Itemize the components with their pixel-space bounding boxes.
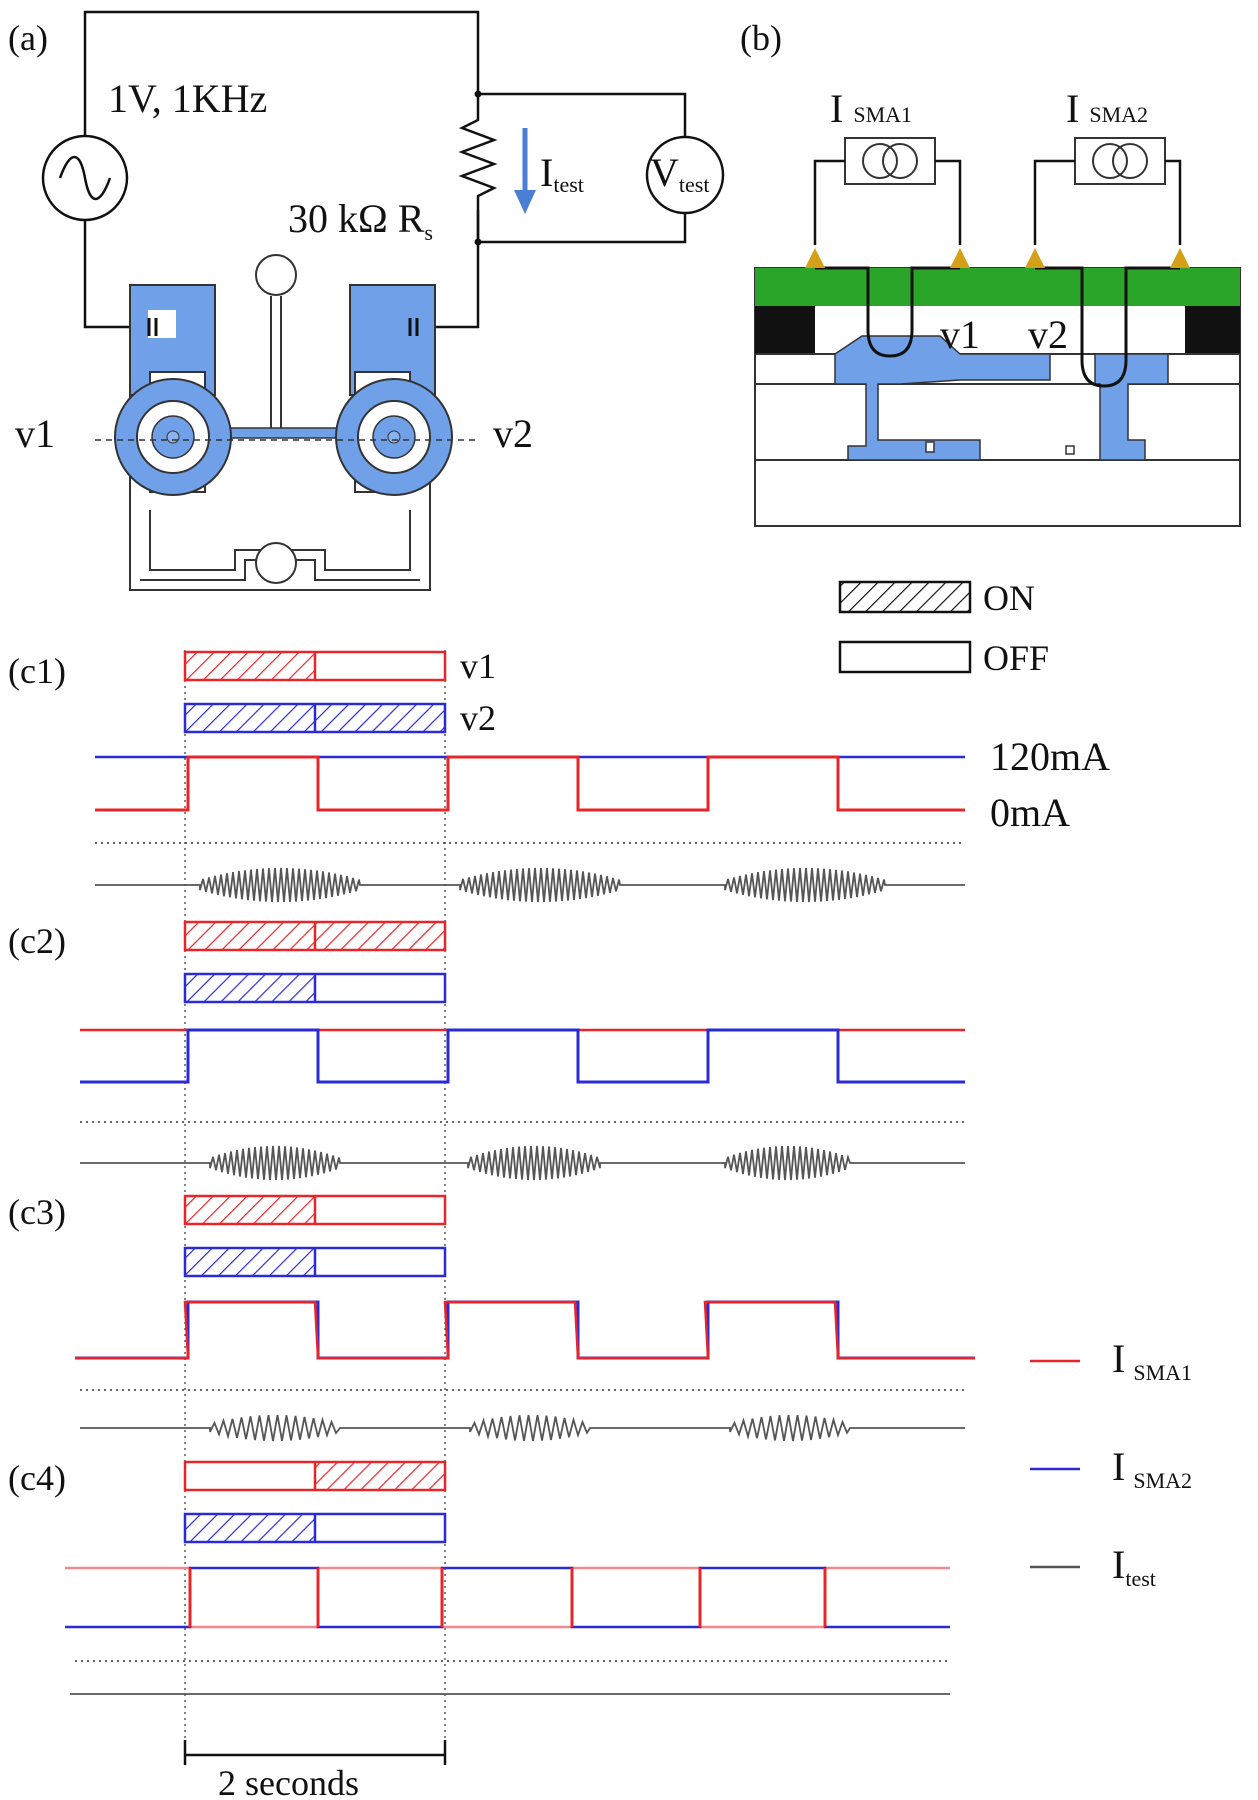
section-label-v2: v2 [1028, 312, 1068, 357]
sma-wire-2 [1035, 266, 1180, 388]
level-label-0ma: 0mA [990, 790, 1070, 835]
off-label: OFF [983, 638, 1049, 678]
time-scale-label: 2 seconds [218, 1763, 359, 1800]
panel-label-c2: (c2) [8, 921, 66, 961]
on-label: ON [983, 578, 1035, 618]
state-bar-c3-v2-half1 [185, 1248, 315, 1276]
trace-c3-sma2 [75, 1300, 975, 1360]
source-label: 1V, 1KHz [108, 76, 267, 121]
valve-membrane-structure [834, 335, 1051, 461]
trace-c3-sma1 [75, 1300, 975, 1360]
current-arrow-icon [514, 128, 536, 214]
panel-label-a: (a) [8, 18, 48, 58]
state-bar-c1-v1-half2 [315, 652, 445, 680]
valve-label-v1: v1 [15, 411, 55, 456]
current-label: Itest [540, 150, 584, 197]
trace-c1-sma1 [95, 755, 965, 812]
state-bar-c4-v2-half1 [185, 1514, 315, 1542]
current-source-2-icon [1074, 137, 1166, 185]
state-bar-c3-v1-half1 [185, 1196, 315, 1224]
current-source-1-icon [844, 137, 936, 185]
legend-label-test: Itest [1112, 1542, 1156, 1591]
panel-label-c1: (c1) [8, 651, 66, 691]
black-block-left [755, 306, 815, 354]
contact-icon [950, 248, 970, 268]
state-bar-c4-v2-half2 [315, 1514, 445, 1542]
panel-label-c3: (c3) [8, 1192, 66, 1232]
trace-c4-sma1 [65, 1566, 950, 1629]
valve-label-v2: v2 [493, 411, 533, 456]
time-scale-bar [183, 1740, 447, 1765]
state-bar-c1-v2-half1 [185, 704, 315, 732]
section-label-v1: v1 [940, 312, 980, 357]
contact-icon [805, 248, 825, 268]
trace-c2-sma2 [80, 1028, 965, 1084]
black-block-right [1185, 306, 1240, 354]
valve-device-top-view [95, 254, 480, 591]
panel-label-c4: (c4) [8, 1458, 66, 1498]
contact-icon [1025, 248, 1045, 268]
off-swatch [838, 640, 972, 674]
trace-c4-sma2 [65, 1566, 950, 1629]
sma-wire-1 [815, 266, 960, 358]
state-bar-c4-v1-half2 [315, 1462, 445, 1490]
on-swatch [838, 580, 972, 614]
panel-label-b: (b) [740, 18, 782, 58]
trace-lines [65, 755, 975, 1695]
ac-source-icon [41, 134, 129, 222]
trace-label-v2: v2 [460, 698, 496, 738]
trace-label-v1: v1 [460, 646, 496, 686]
state-bar-c1-v2-half2 [315, 704, 445, 732]
panel-c-traces: (c1) (c2) (c3) (c4) v1 v2 120mA 0mA 2 se… [8, 646, 1110, 1800]
state-bar-c3-v2-half2 [315, 1248, 445, 1276]
trace-c3-test [80, 1414, 965, 1442]
level-label-120ma: 120mA [990, 734, 1110, 779]
state-bar-c2-v2-half2 [315, 974, 445, 1002]
state-bar-c4-v1-half1 [185, 1462, 315, 1490]
state-bar-c1-v1-half1 [185, 652, 315, 680]
trace-c2-test [80, 1145, 965, 1181]
state-bar-c2-v2-half1 [185, 974, 315, 1002]
panel-a-circuit: (a) 1V, 1KHz 30 kΩ Rs Itest Vtest [8, 10, 725, 591]
resistor-icon [458, 94, 498, 242]
contact-icon [1170, 248, 1190, 268]
state-bar-c3-v1-half2 [315, 1196, 445, 1224]
state-bar-c2-v1-half1 [185, 922, 315, 950]
voltmeter-label: Vtest [650, 150, 709, 197]
trace-c1-test [95, 867, 965, 903]
state-bars [183, 650, 447, 1544]
substrate-layer [754, 267, 1241, 527]
state-legend: ON OFF [838, 578, 1049, 678]
pcb-layer [755, 268, 1240, 306]
circuit-wires [83, 10, 687, 329]
resistor-label: 30 kΩ Rs [288, 196, 433, 245]
state-bar-c2-v1-half2 [315, 922, 445, 950]
voltmeter-icon [645, 135, 725, 215]
